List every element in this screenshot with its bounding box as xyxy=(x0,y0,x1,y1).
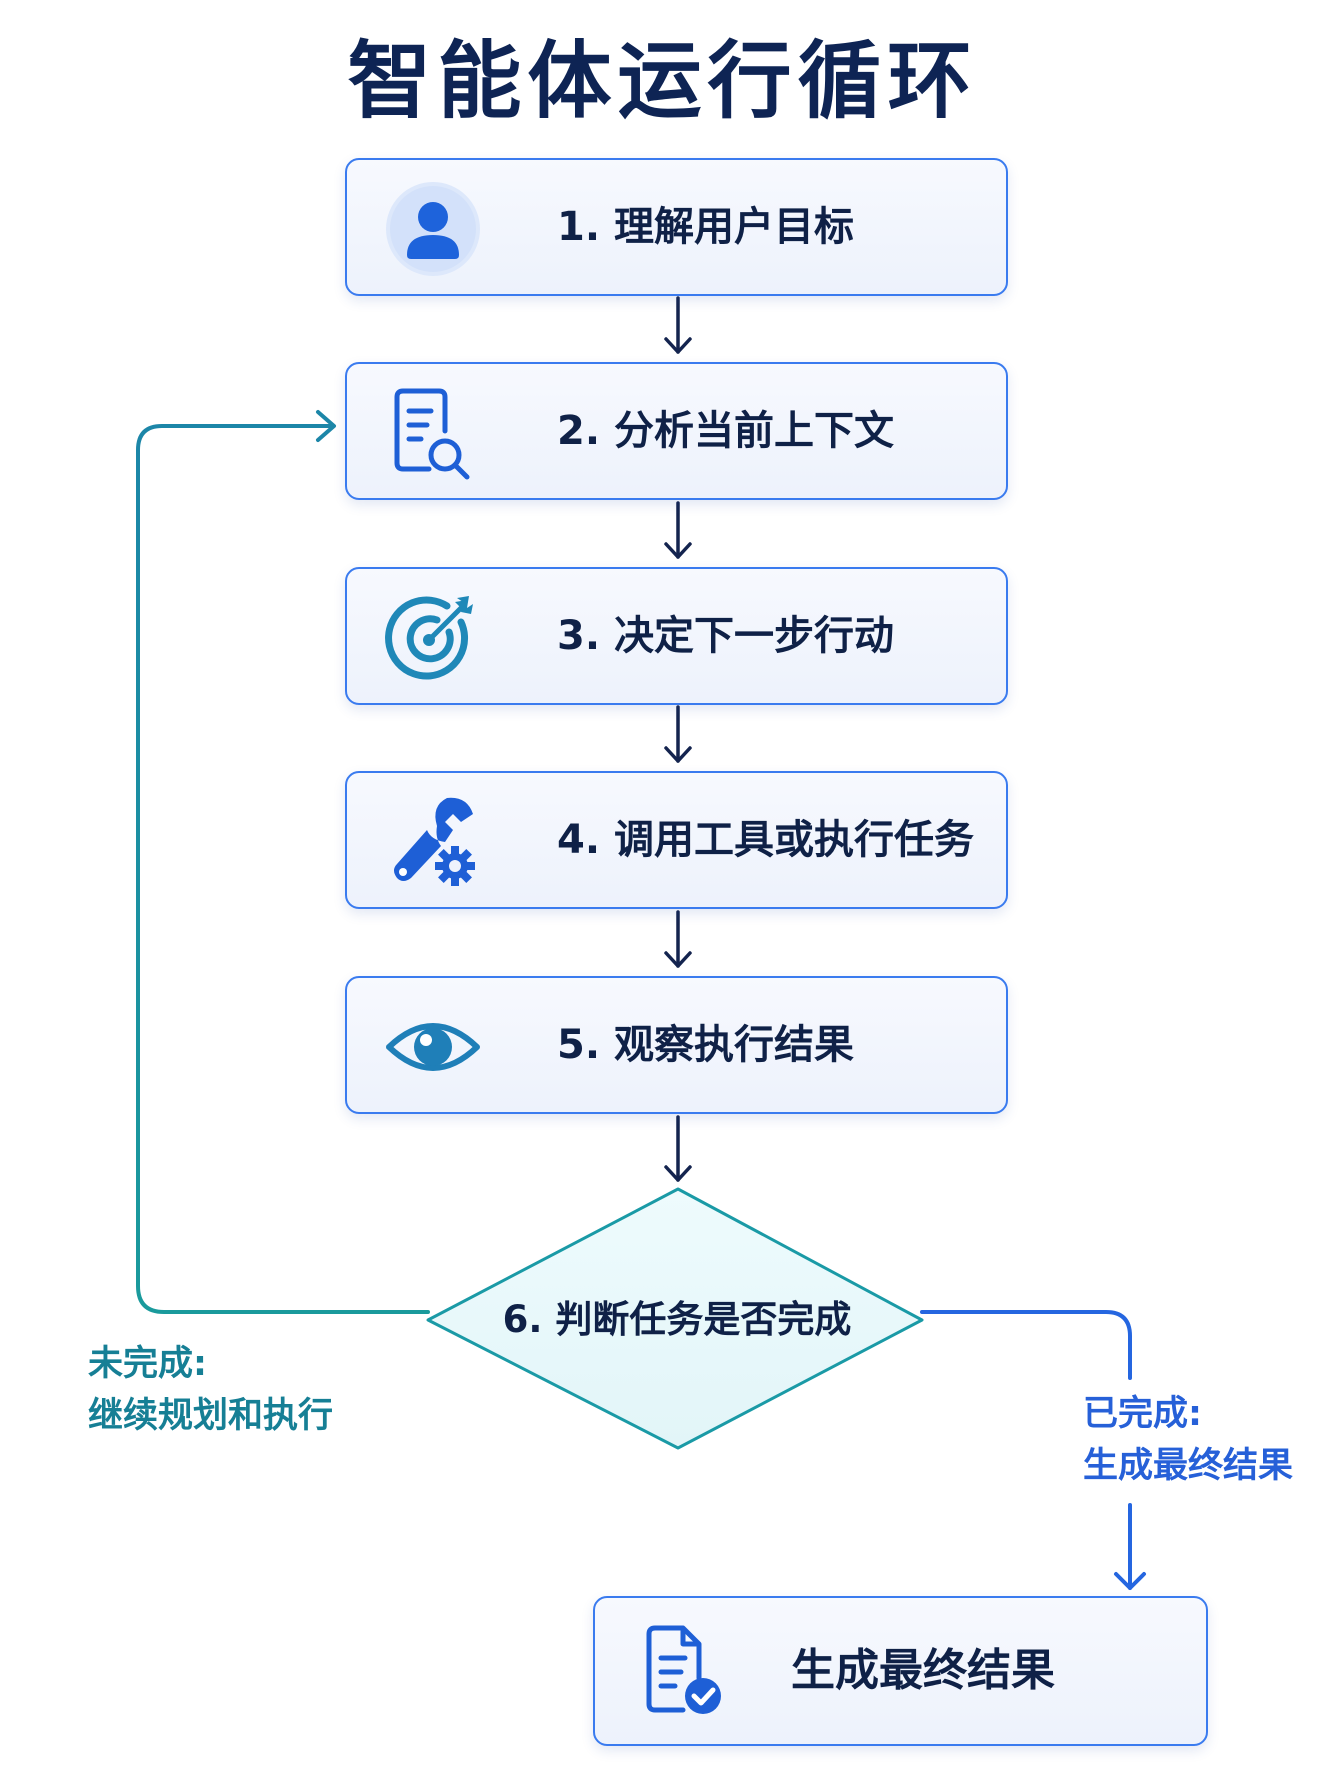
wrench-gear-icon xyxy=(383,792,483,892)
user-icon xyxy=(383,179,483,279)
arrow-step1-step2 xyxy=(664,296,692,354)
decision-label: 6. 判断任务是否完成 xyxy=(502,1298,852,1341)
document-check-icon xyxy=(639,1620,739,1720)
step-label: 5. 观察执行结果 xyxy=(557,1022,854,1068)
step-label: 2. 分析当前上下文 xyxy=(557,408,894,454)
step-label: 4. 调用工具或执行任务 xyxy=(557,817,974,863)
diagram-title: 智能体运行循环 xyxy=(347,32,978,130)
final-result-label: 生成最终结果 xyxy=(791,1645,1055,1696)
done-branch-arrow xyxy=(920,1310,1146,1590)
arrow-step3-step4 xyxy=(664,705,692,763)
step-label: 1. 理解用户目标 xyxy=(557,204,854,250)
step-decide-next-action: 3. 决定下一步行动 xyxy=(345,567,1008,705)
not-done-title: 未完成: xyxy=(88,1344,207,1384)
not-done-label: 未完成: 继续规划和执行 xyxy=(88,1338,333,1442)
step-understand-goal: 1. 理解用户目标 xyxy=(345,158,1008,296)
arrow-step5-decision xyxy=(664,1115,692,1182)
step-call-tools: 4. 调用工具或执行任务 xyxy=(345,771,1008,909)
decision-diamond xyxy=(426,1187,924,1450)
not-done-desc: 继续规划和执行 xyxy=(88,1396,334,1436)
final-result-box: 生成最终结果 xyxy=(593,1596,1208,1746)
loop-back-arrow xyxy=(136,410,430,1314)
document-search-icon xyxy=(383,383,483,483)
eye-icon xyxy=(383,997,483,1097)
done-label: 已完成: 生成最终结果 xyxy=(1083,1388,1293,1492)
done-title: 已完成: xyxy=(1083,1394,1202,1434)
arrow-step4-step5 xyxy=(664,910,692,968)
step-observe-results: 5. 观察执行结果 xyxy=(345,976,1008,1114)
step-label: 3. 决定下一步行动 xyxy=(557,613,894,659)
done-desc: 生成最终结果 xyxy=(1083,1446,1294,1486)
arrow-step2-step3 xyxy=(664,501,692,559)
step-analyze-context: 2. 分析当前上下文 xyxy=(345,362,1008,500)
target-icon xyxy=(383,588,483,688)
